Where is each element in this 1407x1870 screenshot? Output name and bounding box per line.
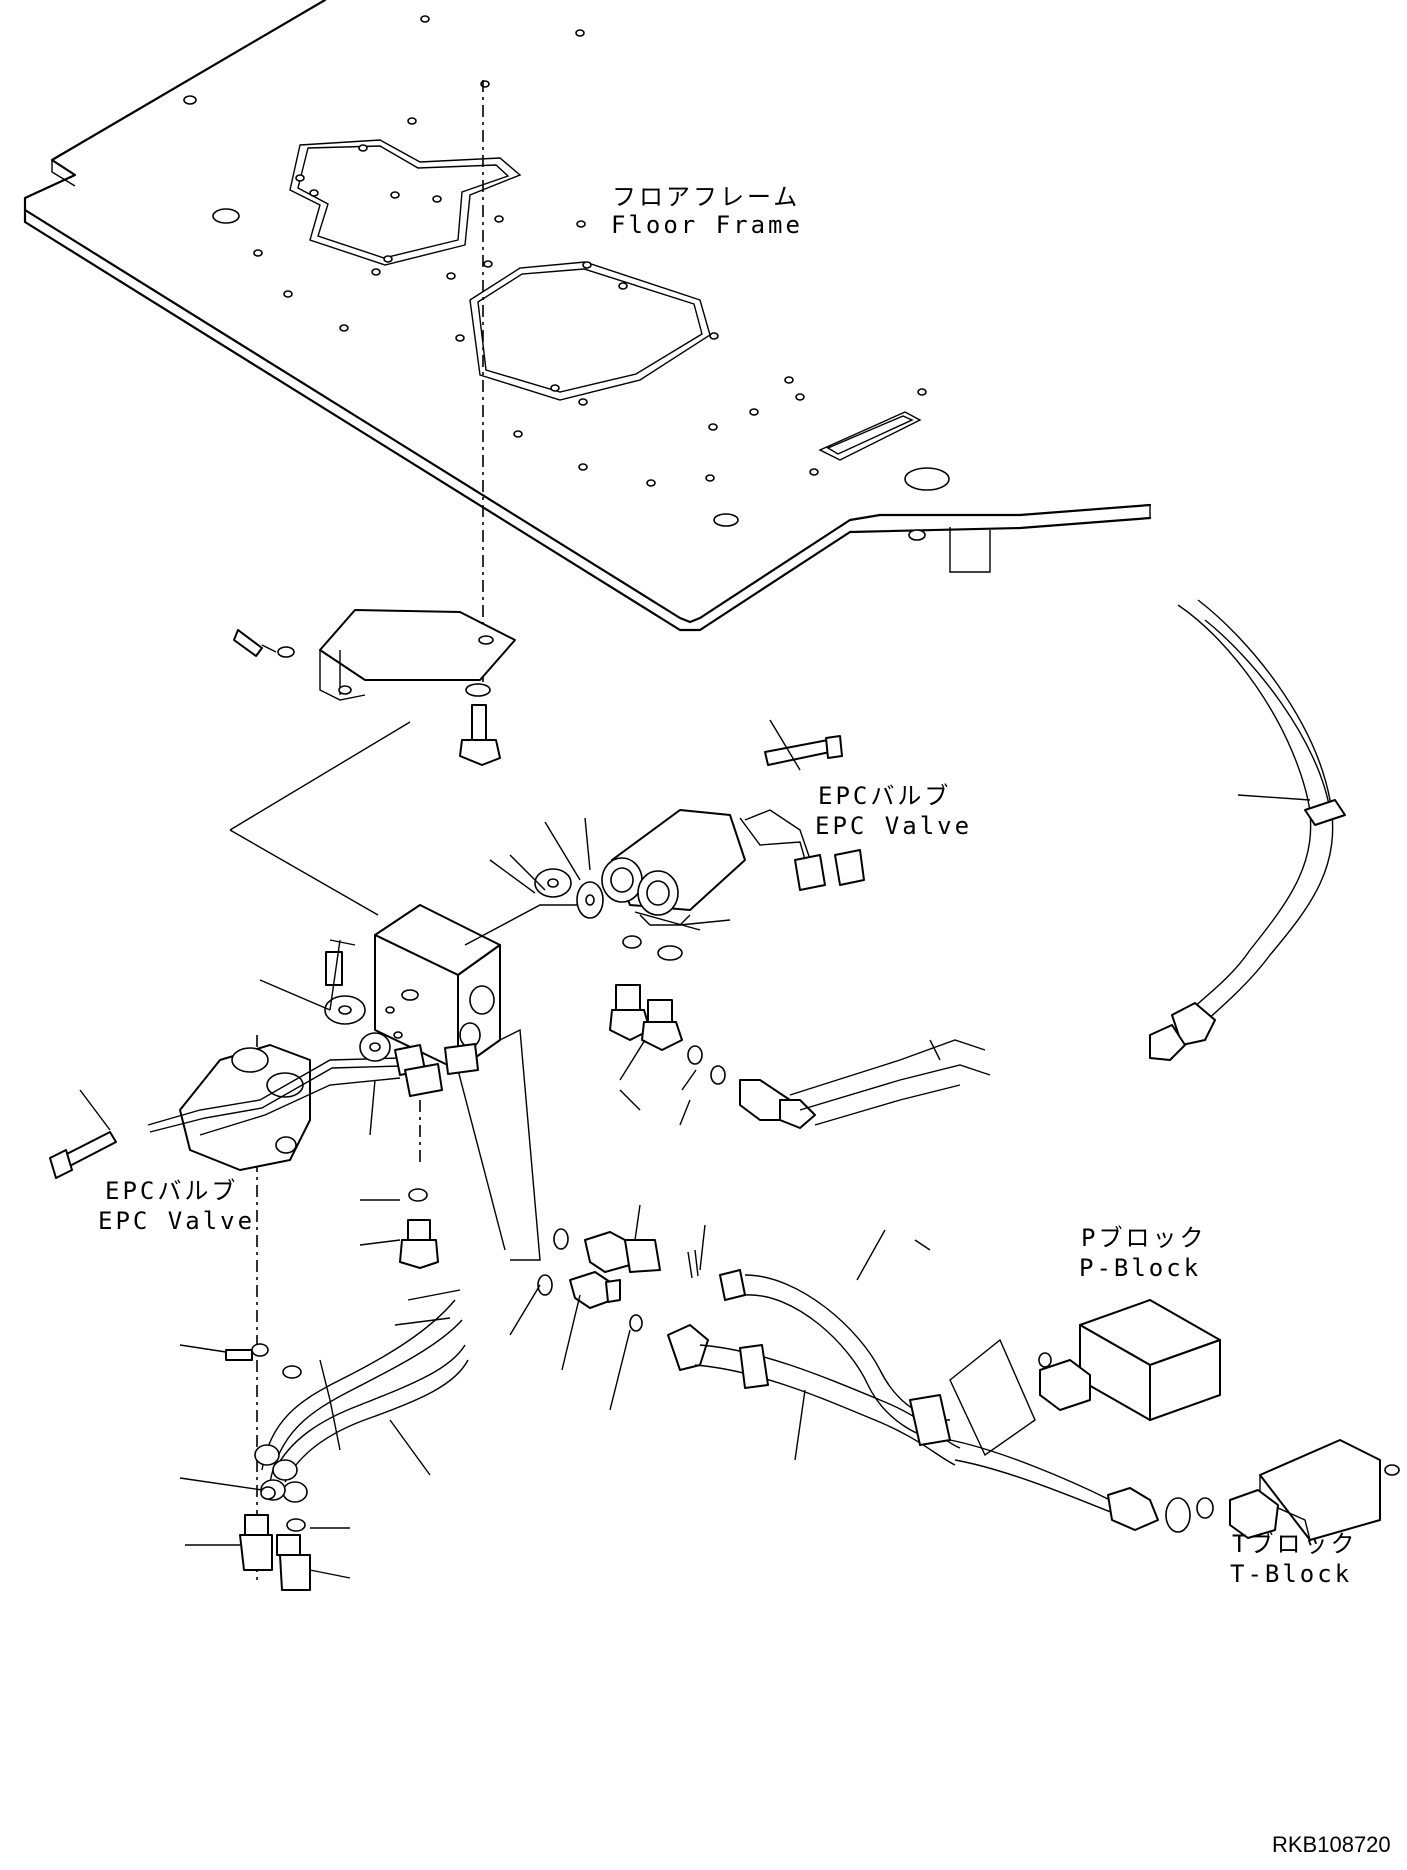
centerlines [256,80,484,1580]
center-fittings [537,1228,699,1332]
hoses-left [239,1289,469,1591]
drawing-code: RKB108720 [1272,1832,1391,1857]
t-block-label-en: T-Block [1230,1560,1353,1588]
t-block-label-jp: Tブロック [1232,1530,1358,1558]
hose-right [1149,599,1346,1061]
p-block-label-jp: Pブロック [1081,1224,1207,1252]
leader-lines [79,719,1311,1579]
epc-valve-upper-label-jp: EPCバルブ [818,782,952,810]
floor-frame-label-en: Floor Frame [611,211,803,239]
epc-valve-upper-label-en: EPC Valve [815,812,973,840]
epc-valve-lower-label-jp: EPCバルブ [105,1177,239,1205]
epc-valve-upper [534,735,865,961]
t-block [1229,1439,1400,1541]
epc-valve-lower [49,951,479,1179]
mounting-bracket [229,609,516,916]
main-hoses [667,1239,1214,1533]
p-block-label-en: P-Block [1079,1254,1202,1282]
small-parts-left [225,1188,439,1379]
manifold-block [374,904,580,1261]
fittings-center [609,984,991,1129]
floor-frame-plate [23,0,1152,632]
epc-valve-lower-label-en: EPC Valve [98,1207,256,1235]
p-block [949,1299,1221,1457]
floor-frame-label-jp: フロアフレーム [612,183,801,211]
